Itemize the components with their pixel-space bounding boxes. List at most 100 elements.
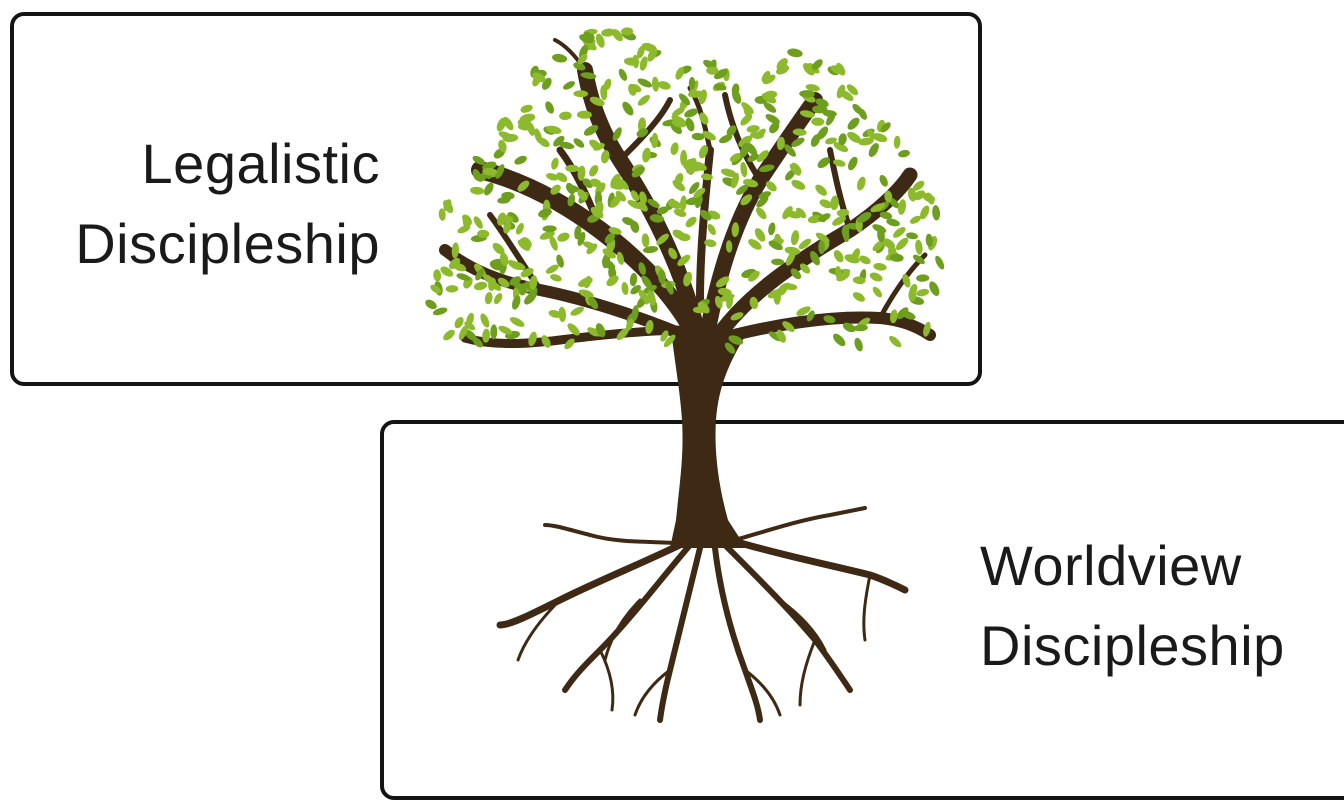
leaf — [908, 288, 917, 302]
leaf — [929, 281, 940, 297]
leaf — [880, 122, 891, 133]
leaf — [897, 199, 907, 215]
leaf — [641, 233, 650, 248]
leaf — [731, 89, 742, 104]
leaf — [430, 284, 442, 294]
leaf — [838, 133, 847, 146]
leaf — [442, 200, 454, 214]
leaf — [714, 295, 723, 309]
leaf — [693, 187, 706, 198]
leaf — [672, 179, 686, 192]
leaf — [670, 122, 683, 135]
leaf — [630, 84, 642, 93]
leaf — [756, 150, 769, 163]
leaf — [475, 268, 485, 281]
leaf — [612, 29, 623, 42]
leaf — [665, 280, 674, 295]
leaf — [660, 330, 669, 342]
leaf — [616, 251, 624, 265]
leaf — [810, 251, 820, 266]
leaf — [545, 264, 559, 274]
leaf — [482, 167, 498, 176]
leaf — [715, 276, 730, 288]
leaf — [811, 117, 825, 126]
leaf — [593, 142, 605, 151]
leaf — [670, 142, 679, 155]
leaf — [872, 240, 885, 252]
leaf — [630, 190, 640, 202]
leaf — [846, 84, 859, 96]
leaf — [484, 182, 494, 196]
leaf — [726, 125, 737, 137]
leaf — [462, 215, 472, 229]
leaf — [679, 195, 687, 212]
leaf — [454, 316, 464, 329]
leaf — [762, 74, 776, 85]
leaf — [642, 147, 651, 163]
tree-branches — [439, 38, 936, 354]
worldview-discipleship-label: Worldview Discipleship — [980, 526, 1285, 686]
leaf — [795, 207, 807, 219]
leaf — [610, 194, 622, 208]
leaf — [532, 72, 542, 87]
leaf — [798, 238, 812, 250]
leaf — [580, 72, 597, 79]
leaf — [577, 189, 588, 201]
leaf — [684, 108, 699, 118]
leaf — [546, 173, 559, 181]
leaf — [641, 275, 653, 290]
leaf — [627, 199, 642, 210]
leaf — [728, 335, 744, 345]
leaf — [833, 250, 844, 263]
leaf — [549, 235, 558, 251]
leaf — [719, 134, 733, 144]
leaf — [832, 215, 847, 226]
leaf — [548, 309, 561, 318]
leaf — [573, 90, 589, 98]
leaf — [618, 68, 628, 81]
leaf — [833, 333, 846, 347]
leaf — [922, 193, 935, 203]
worldview-label-line1: Worldview — [980, 534, 1242, 597]
leaf — [685, 196, 702, 206]
leaf — [754, 228, 766, 242]
leaf — [588, 296, 599, 310]
leaf — [440, 266, 454, 277]
leaf — [511, 280, 526, 291]
leaf — [520, 267, 534, 278]
leaf — [671, 115, 686, 125]
leaf — [589, 96, 605, 107]
leaf — [612, 127, 622, 141]
leaf — [759, 164, 775, 173]
leaf — [725, 240, 733, 253]
leaf — [497, 277, 510, 288]
leaf — [688, 162, 701, 172]
leaf — [879, 211, 893, 220]
leaf — [836, 209, 850, 217]
leaf — [853, 324, 868, 332]
leaf — [691, 132, 705, 141]
leaf — [704, 239, 717, 247]
leaf — [595, 323, 606, 338]
leaf — [564, 338, 575, 350]
leaf — [576, 110, 592, 119]
leaf — [639, 56, 648, 71]
leaf — [893, 227, 906, 238]
leaf — [799, 90, 815, 98]
leaf — [932, 205, 941, 221]
leaf — [438, 208, 446, 221]
leaf — [822, 110, 837, 117]
leaf — [616, 177, 629, 190]
leaf — [803, 62, 815, 76]
leaf — [854, 337, 863, 352]
leaf — [706, 66, 719, 75]
leaf — [738, 135, 753, 148]
leaf — [449, 257, 461, 270]
leaf — [782, 321, 795, 333]
leaf — [622, 217, 635, 226]
leaf — [656, 233, 669, 245]
leaf — [740, 161, 748, 178]
leaf — [747, 153, 759, 162]
leaf — [577, 53, 588, 65]
leaf — [601, 28, 615, 37]
